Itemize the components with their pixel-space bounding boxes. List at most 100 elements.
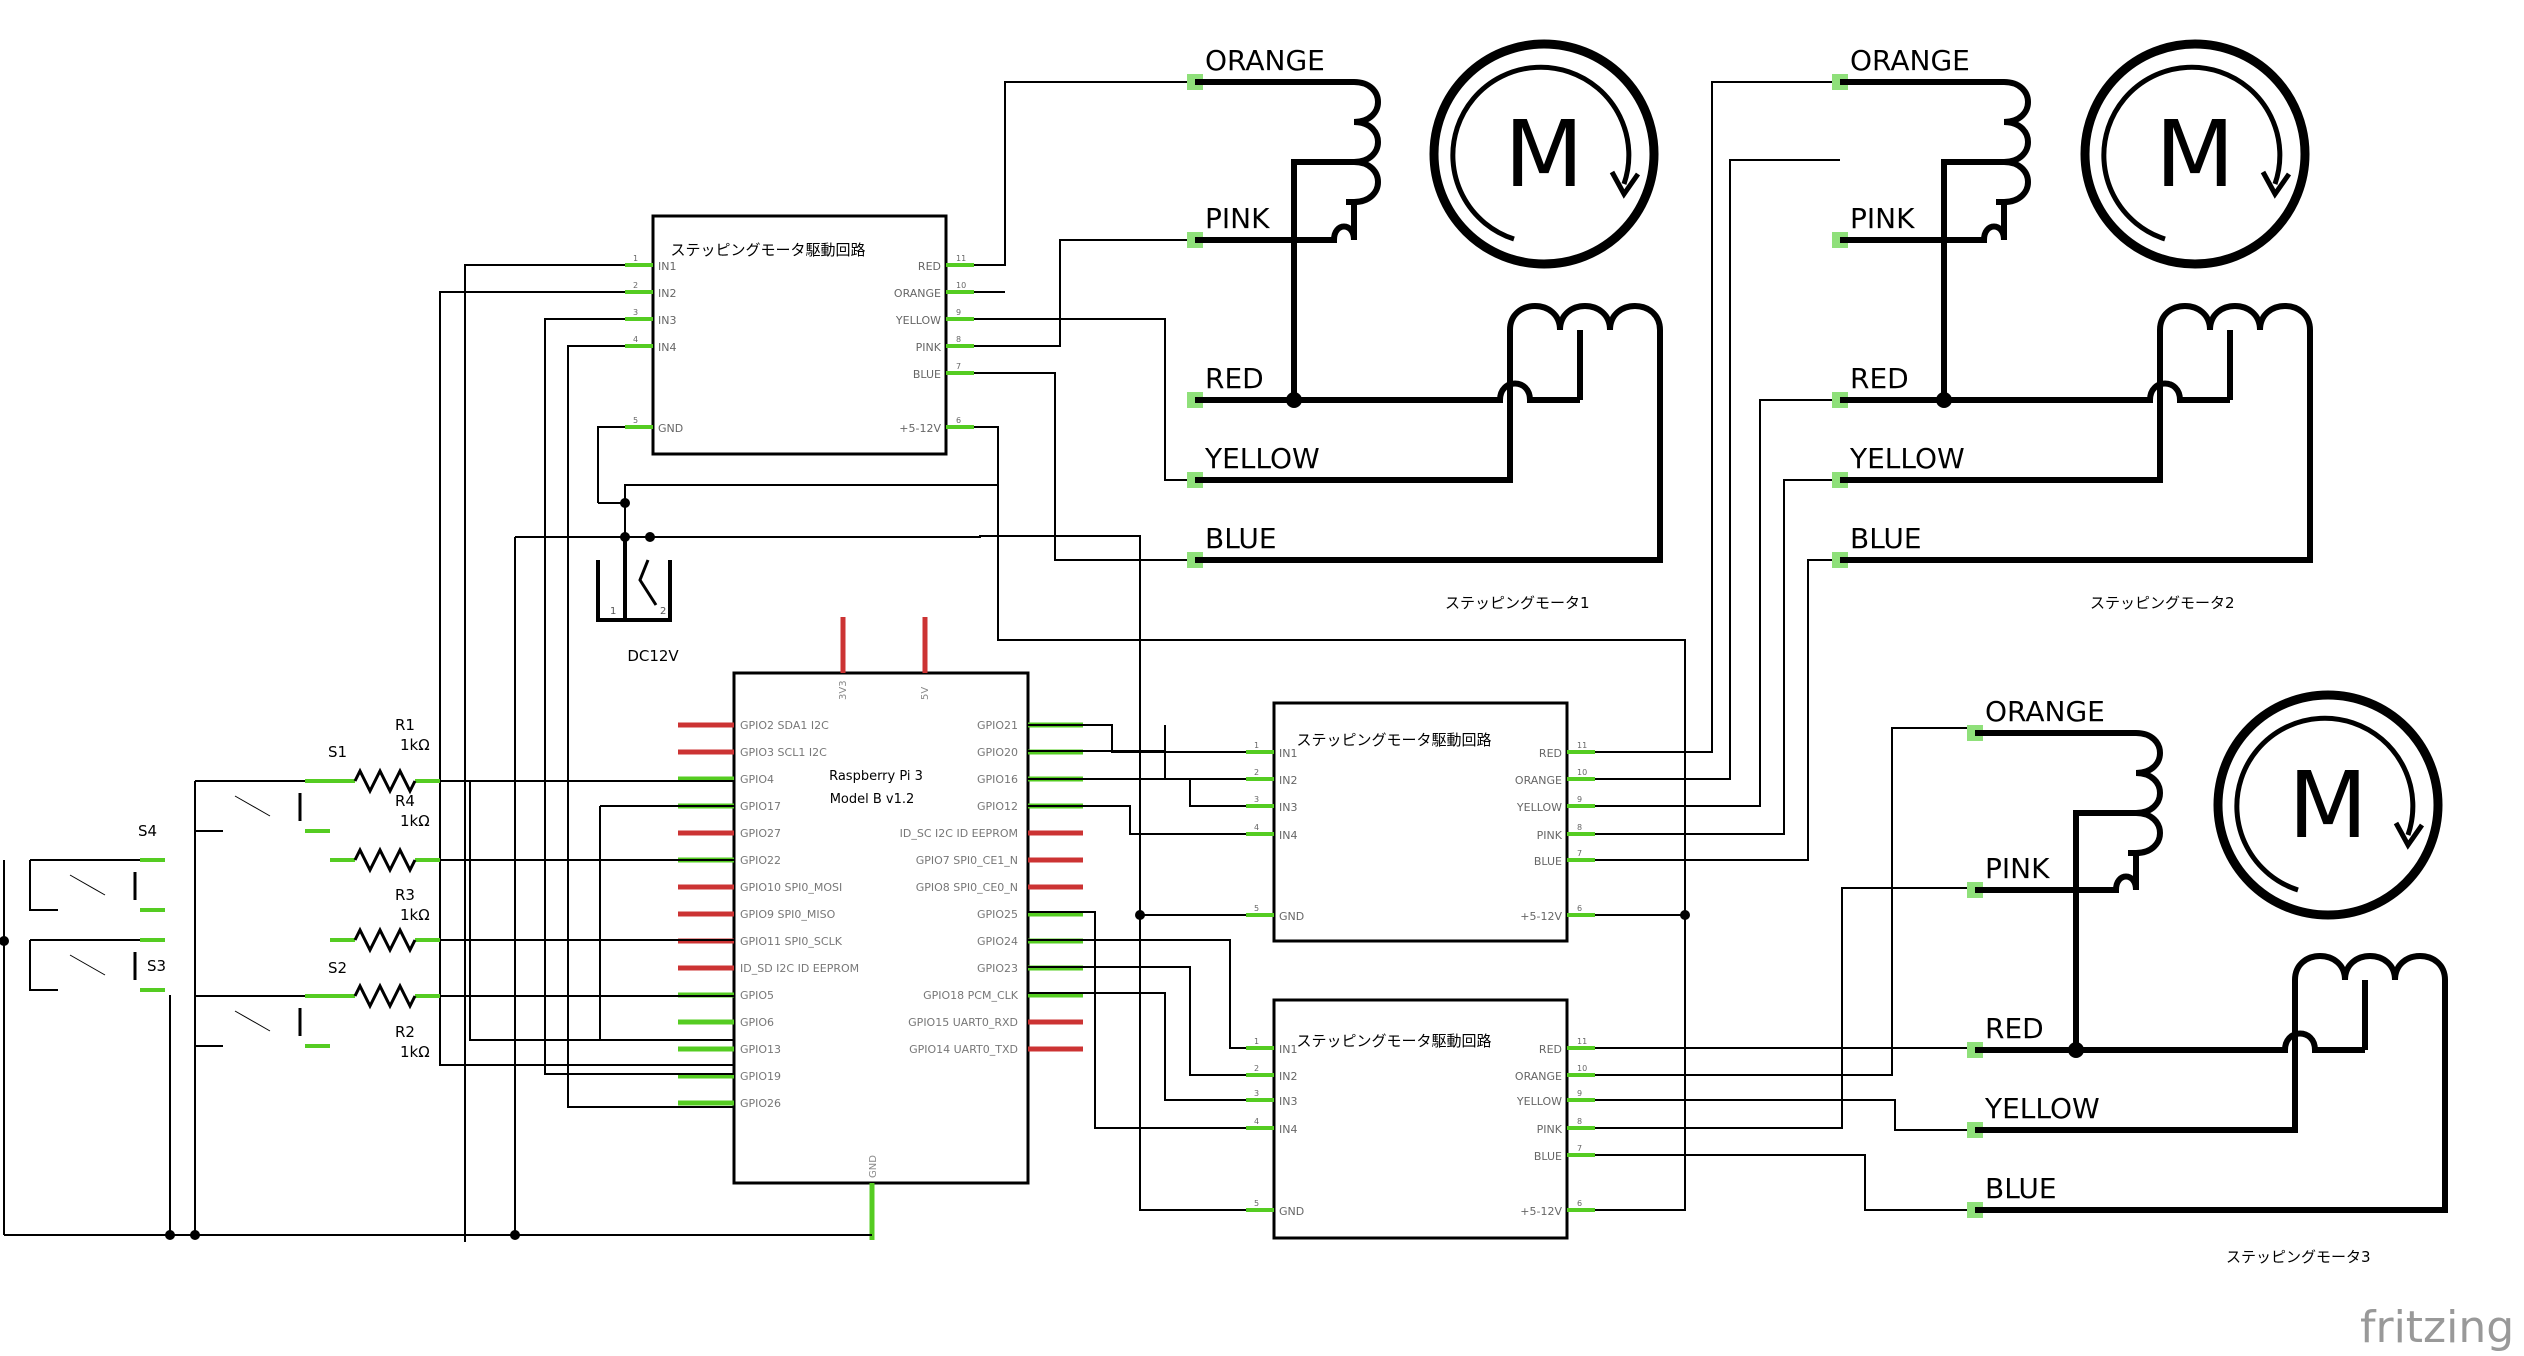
- resistor-name: R1: [395, 716, 415, 734]
- motor-2-wire-label: PINK: [1850, 202, 1915, 235]
- motor-1-caption: ステッピングモータ1: [1445, 594, 1590, 612]
- driver-1-right-pin-num: 7: [956, 362, 961, 371]
- motor-1-center-tap: [1291, 159, 1354, 400]
- resistor-zigzag: [353, 846, 417, 874]
- driver-2-right-pin-label: PINK: [1537, 829, 1563, 842]
- switch-label: S2: [328, 959, 347, 977]
- switch-label: S4: [138, 822, 157, 840]
- motor-3-wire-label: ORANGE: [1985, 695, 2105, 728]
- driver-3-right-pin-num: 10: [1577, 1064, 1587, 1073]
- driver-1-title: ステッピングモータ駆動回路: [670, 241, 865, 259]
- pi-left-pin-label: GPIO10 SPI0_MOSI: [740, 881, 842, 894]
- driver-2-left-pin-label: IN3: [1279, 801, 1297, 814]
- pi-pin-5v: 5V: [920, 687, 931, 700]
- motor-2-center-tap: [1941, 159, 2004, 400]
- motor-2-wire-label: YELLOW: [1849, 442, 1965, 475]
- driver-3-left-pin-num: 5: [1254, 1199, 1259, 1208]
- pi-left-pin-label: GPIO27: [740, 827, 781, 840]
- driver-1-left-pin-num: 2: [633, 281, 638, 290]
- motor-2-caption: ステッピングモータ2: [2090, 594, 2235, 612]
- junction-dots: [0, 910, 1690, 1240]
- driver-circuit-2: ステッピングモータ駆動回路 IN11IN22IN33IN44GND5RED11O…: [1254, 701, 1587, 943]
- driver-3-left-pin-label: IN2: [1279, 1070, 1297, 1083]
- driver-3-left-pin-num: 4: [1254, 1117, 1259, 1126]
- pi-left-pin-label: GPIO13: [740, 1043, 781, 1056]
- driver-1-right-pin-label: +5-12V: [899, 422, 941, 435]
- resistor-zigzag: [353, 982, 417, 1010]
- resistor-name: R3: [395, 886, 415, 904]
- driver-3-right-pin-label: BLUE: [1534, 1150, 1562, 1163]
- switch-label: S3: [147, 957, 166, 975]
- pi-left-pin-label: GPIO22: [740, 854, 781, 867]
- motor-3-wire-label: PINK: [1985, 852, 2050, 885]
- driver-1-right-pin-num: 10: [956, 281, 966, 290]
- motor-1-rotation-arrow: [1450, 64, 1632, 242]
- driver-2-left-pin-label: IN1: [1279, 747, 1297, 760]
- driver-2-right-pin-num: 7: [1577, 849, 1582, 858]
- motor-2-pink-wire: [1840, 202, 2007, 243]
- driver-3-right-pin-num: 11: [1577, 1037, 1587, 1046]
- motor-2-outer-ring: [2080, 39, 2310, 269]
- switch-frame: [194, 780, 330, 832]
- motor-2-coil-a: [1840, 79, 2031, 205]
- driver-3-right-pin-label: YELLOW: [1516, 1095, 1562, 1108]
- driver-1-right-pin-label: YELLOW: [895, 314, 941, 327]
- driver-1-left-pin-num: 1: [633, 254, 638, 263]
- pi-pin-3v3: 3V3: [838, 680, 849, 700]
- pi-right-pin-label: GPIO21: [977, 719, 1018, 732]
- driver-2-left-pin-label: IN4: [1279, 829, 1297, 842]
- motor-3-junction: [2068, 1042, 2084, 1058]
- switch-lever: [69, 954, 106, 976]
- driver-2-left-pin-label: GND: [1279, 910, 1304, 923]
- motor-1-symbol: M: [1504, 101, 1583, 208]
- motor-2-red-wire: [1840, 380, 2230, 403]
- pin-stubs: [625, 263, 1595, 1212]
- motor-3-coil-b: [1975, 953, 2448, 1213]
- pi-right-pin-label: GPIO25: [977, 908, 1018, 921]
- driver-3-right-pin-num: 9: [1577, 1089, 1582, 1098]
- driver-2-left-pin-num: 3: [1254, 795, 1259, 804]
- motors: ORANGEPINKREDYELLOWBLUEMステッピングモータ1ORANGE…: [1187, 39, 2448, 1266]
- motor-1-red-wire: [1195, 380, 1580, 403]
- resistor-zigzag: [353, 767, 417, 795]
- pi-right-pin-label: GPIO7 SPI0_CE1_N: [916, 854, 1018, 867]
- switch-label: S1: [328, 743, 347, 761]
- driver-3-right-pin-num: 7: [1577, 1144, 1582, 1153]
- driver-3-right-pin-label: PINK: [1537, 1123, 1563, 1136]
- motor-2-wire-label: ORANGE: [1850, 44, 1970, 77]
- driver-3-left-pin-label: IN4: [1279, 1123, 1297, 1136]
- driver-2-left-pin-num: 2: [1254, 768, 1259, 777]
- driver-1-left-pin-num: 5: [633, 416, 638, 425]
- pi-right-pin-label: GPIO20: [977, 746, 1018, 759]
- resistor-value: 1kΩ: [400, 906, 430, 924]
- pi-right-pin-label: GPIO14 UART0_TXD: [909, 1043, 1018, 1056]
- driver-1-right-pin-num: 8: [956, 335, 961, 344]
- driver-3-left-pin-num: 1: [1254, 1037, 1259, 1046]
- motor-1-wire-label: YELLOW: [1204, 442, 1320, 475]
- motor-3-coil-a: [1975, 730, 2163, 856]
- driver-3-right-pin-num: 6: [1577, 1199, 1582, 1208]
- pi-right-pin-label: GPIO23: [977, 962, 1018, 975]
- switch-4: S2: [194, 959, 347, 1048]
- driver-2-left-pin-num: 4: [1254, 823, 1259, 832]
- motor-2-wire-label: RED: [1850, 362, 1909, 395]
- pi-left-pin-label: GPIO5: [740, 989, 774, 1002]
- motor-3-outer-ring: [2213, 690, 2443, 920]
- driver-1-left-pin-num: 3: [633, 308, 638, 317]
- driver-1-right-pin-label: PINK: [916, 341, 942, 354]
- pi-right-pin-label: GPIO8 SPI0_CE0_N: [916, 881, 1018, 894]
- driver-2-right-pin-label: +5-12V: [1520, 910, 1562, 923]
- driver-2-right-pin-num: 11: [1577, 741, 1587, 750]
- driver-2-right-pin-label: ORANGE: [1515, 774, 1562, 787]
- switch-lever: [69, 874, 106, 896]
- switch-frame: [29, 859, 165, 911]
- pi-left-pin-label: GPIO9 SPI0_MISO: [740, 908, 836, 921]
- driver-1-left-pin-num: 4: [633, 335, 638, 344]
- driver-2-right-pin-label: RED: [1539, 747, 1562, 760]
- driver-1-right-pin-label: RED: [918, 260, 941, 273]
- motor-1-arrow-head: [1609, 170, 1641, 199]
- driver-1-left-pin-label: IN2: [658, 287, 676, 300]
